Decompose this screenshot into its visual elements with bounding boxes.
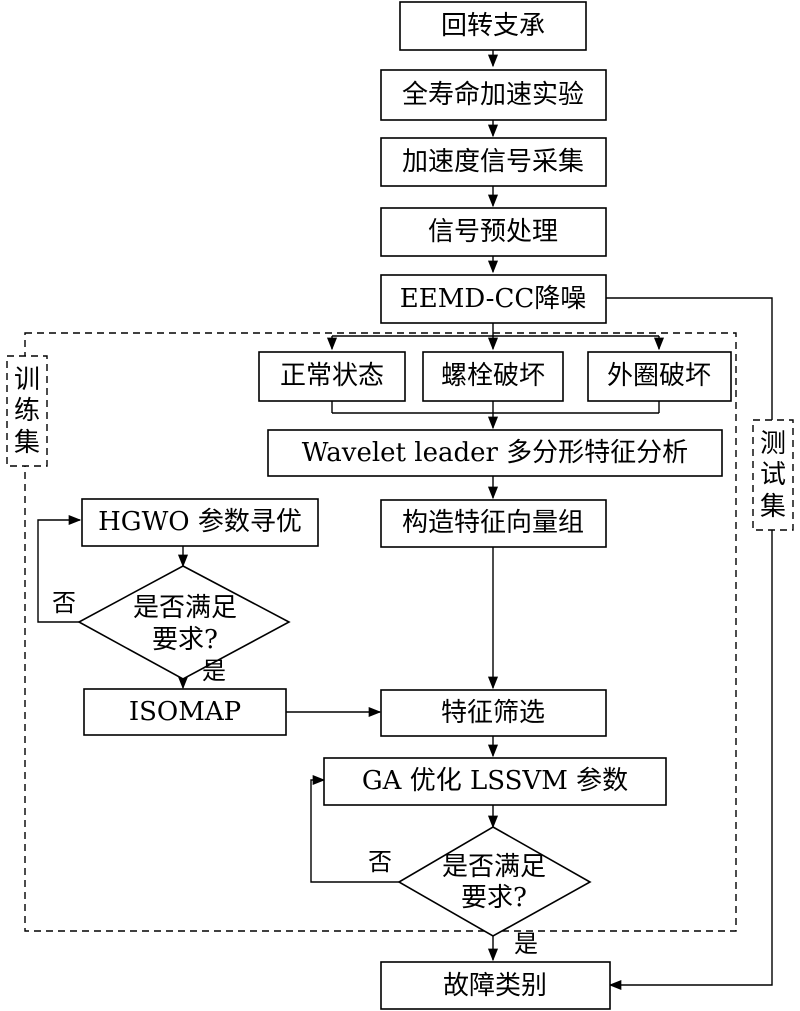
node-signal-preprocessing-label: 信号预处理 [428,217,558,247]
node-full-life-test-label: 全寿命加速实验 [402,80,584,110]
node-slewing-bearing-label: 回转支承 [441,11,545,41]
node-normal-state-label: 正常状态 [280,361,384,391]
node-bolt-damage-label: 螺栓破坏 [441,361,545,391]
node-ga-decision-line1: 是否满足 [442,852,546,882]
node-feature-selection: 特征筛选 [380,689,607,737]
node-feature-vector-group: 构造特征向量组 [380,499,607,548]
node-hgwo-decision: 是否满足 要求? [77,565,291,680]
training-set-char-1: 训 [14,365,40,395]
edge-label-ga-yes: 是 [514,930,538,958]
node-acceleration-acquisition: 加速度信号采集 [380,137,607,187]
edge-test-set-path [605,297,773,991]
node-fault-category-label: 故障类别 [443,971,547,1001]
node-ga-decision: 是否满足 要求? [397,826,592,937]
edge-ga-no-loop [310,774,399,883]
node-ga-lssvm: GA 优化 LSSVM 参数 [323,757,667,806]
node-wavelet-leader-label: Wavelet leader 多分形特征分析 [302,438,688,468]
node-ga-decision-line2: 要求? [461,883,527,913]
node-isomap-label: ISOMAP [129,697,241,727]
node-full-life-test: 全寿命加速实验 [380,69,607,121]
edge-label-hgwo-no: 否 [52,589,76,617]
training-set-char-2: 练 [14,396,40,426]
edge-label-ga-no: 否 [368,848,392,876]
test-set-char-3: 集 [760,492,786,522]
node-hgwo-decision-line2: 要求? [152,625,218,655]
node-bolt-damage: 螺栓破坏 [422,351,564,402]
node-hgwo-decision-line1: 是否满足 [133,593,237,623]
node-signal-preprocessing: 信号预处理 [380,207,607,257]
node-outer-ring-damage: 外圈破坏 [587,351,732,402]
training-set-char-3: 集 [14,428,40,458]
node-outer-ring-damage-label: 外圈破坏 [607,361,711,391]
test-set-label: 测 试 集 [752,419,794,531]
training-set-region [24,332,737,932]
node-ga-lssvm-label: GA 优化 LSSVM 参数 [362,766,628,796]
node-fault-category: 故障类别 [380,961,611,1010]
connectors [37,50,773,991]
test-set-char-2: 试 [760,460,786,490]
node-feature-selection-label: 特征筛选 [441,698,545,728]
node-feature-vector-group-label: 构造特征向量组 [402,508,584,538]
node-eemd-cc-denoise-label: EEMD-CC降噪 [400,284,586,314]
node-wavelet-leader: Wavelet leader 多分形特征分析 [267,429,723,477]
node-acceleration-acquisition-label: 加速度信号采集 [402,147,584,177]
edge-label-hgwo-yes: 是 [202,657,226,685]
node-eemd-cc-denoise: EEMD-CC降噪 [380,274,607,324]
training-set-label: 训 练 集 [6,355,48,467]
node-hgwo-optimization: HGWO 参数寻优 [81,498,319,547]
node-isomap: ISOMAP [83,688,287,736]
node-slewing-bearing: 回转支承 [399,1,587,51]
test-set-char-1: 测 [760,429,786,459]
edge-hgwo-no-loop [37,514,82,623]
node-normal-state: 正常状态 [258,351,406,402]
node-hgwo-optimization-label: HGWO 参数寻优 [98,507,302,537]
